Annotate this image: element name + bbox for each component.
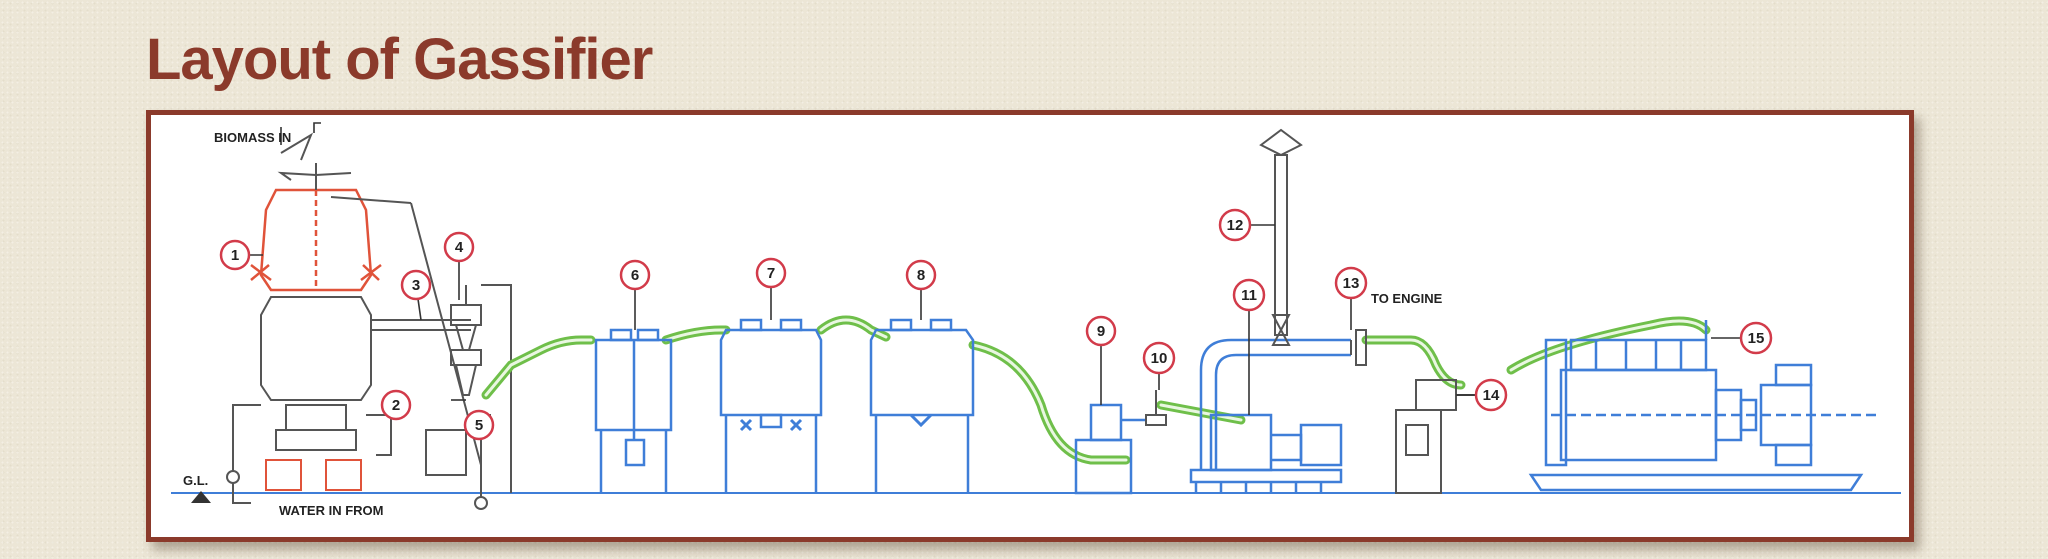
svg-text:4: 4 [455, 239, 464, 256]
svg-text:13: 13 [1343, 275, 1360, 292]
callout-6: 6 [619, 259, 651, 291]
diagram-frame: G.L. BIOMASS IN WATER IN FROM [146, 110, 1914, 542]
svg-text:6: 6 [631, 267, 639, 284]
to-engine-label: TO ENGINE [1371, 291, 1443, 306]
svg-text:2: 2 [392, 397, 400, 414]
filter-tank-2 [869, 318, 975, 493]
water-in-label: WATER IN FROM [279, 503, 383, 518]
outlet-valve [1350, 329, 1367, 366]
callout-4: 4 [443, 231, 475, 263]
cyclone-separator [425, 284, 512, 510]
svg-text:14: 14 [1483, 387, 1500, 404]
control-valve [1145, 390, 1167, 426]
svg-text:11: 11 [1241, 287, 1257, 304]
svg-text:3: 3 [412, 277, 420, 294]
gl-label: G.L. [183, 473, 208, 488]
biomass-hook [313, 122, 321, 133]
page-title: Layout of Gassifier [146, 27, 653, 92]
ground-marker [191, 491, 211, 503]
callout-8: 8 [905, 259, 937, 291]
gas-pipeline [481, 315, 1711, 465]
biomass-in-label: BIOMASS IN [214, 130, 291, 145]
svg-text:5: 5 [475, 417, 483, 434]
callout-13: 13 [1334, 266, 1368, 300]
ash-outlet [366, 414, 392, 456]
svg-text:8: 8 [917, 267, 925, 284]
gasifier-layout-diagram: G.L. BIOMASS IN WATER IN FROM [171, 122, 1901, 518]
blower-unit [1189, 338, 1351, 493]
callout-10: 10 [1142, 341, 1176, 375]
engine-generator-set [1528, 320, 1881, 492]
svg-text:12: 12 [1227, 217, 1244, 234]
fine-filter [1074, 403, 1146, 495]
callout-5: 5 [463, 409, 495, 441]
svg-text:7: 7 [767, 265, 775, 282]
scrubber-tank [594, 328, 673, 493]
flare-stack [1259, 128, 1303, 346]
water-line [232, 483, 251, 504]
callout-2: 2 [380, 389, 412, 421]
callout-7: 7 [755, 257, 787, 289]
callout-11: 11 [1232, 278, 1266, 312]
svg-text:9: 9 [1097, 323, 1105, 340]
callout-1: 1 [219, 239, 251, 271]
water-pump-icon [226, 470, 240, 484]
callout-12: 12 [1218, 208, 1252, 242]
filter-tank-1 [719, 318, 823, 493]
callout-15: 15 [1739, 321, 1773, 355]
callout-14: 14 [1474, 378, 1508, 412]
svg-text:1: 1 [231, 247, 239, 264]
gasifier-reactor [250, 132, 382, 491]
safety-filter [1395, 379, 1476, 494]
svg-text:10: 10 [1151, 350, 1168, 367]
callout-3: 3 [400, 269, 432, 301]
callout-9: 9 [1085, 315, 1117, 347]
svg-text:15: 15 [1748, 330, 1765, 347]
